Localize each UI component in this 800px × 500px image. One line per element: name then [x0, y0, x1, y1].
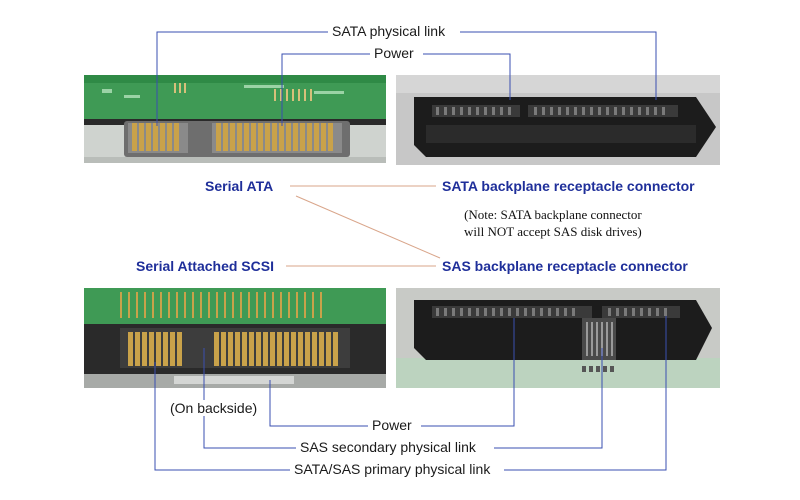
on-backside-label: (On backside) [166, 400, 261, 416]
note-line-2: will NOT accept SAS disk drives) [464, 223, 642, 240]
sas-backplane-heading: SAS backplane receptacle connector [442, 258, 688, 274]
serial-attached-scsi-heading: Serial Attached SCSI [136, 258, 274, 274]
primary-link-label: SATA/SAS primary physical link [290, 461, 494, 477]
sata-drive-photo [84, 75, 386, 163]
sas-secondary-link-label: SAS secondary physical link [296, 439, 480, 455]
sata-backplane-drawing [396, 75, 720, 165]
sata-physical-link-label: SATA physical link [328, 23, 449, 39]
power-top-label: Power [370, 45, 418, 61]
sata-backplane-photo [396, 75, 720, 165]
sata-drive-drawing [84, 75, 386, 163]
power-bottom-label: Power [368, 417, 416, 433]
backplane-note: (Note: SATA backplane connector will NOT… [464, 206, 642, 240]
sas-backplane-photo [396, 288, 720, 388]
note-line-1: (Note: SATA backplane connector [464, 206, 642, 223]
sas-backplane-drawing [396, 288, 720, 388]
sata-backplane-heading: SATA backplane receptacle connector [442, 178, 695, 194]
sas-drive-photo [84, 288, 386, 388]
sata-to-sas-cross-line [296, 196, 440, 258]
sas-drive-drawing [84, 288, 386, 388]
serial-ata-heading: Serial ATA [205, 178, 273, 194]
